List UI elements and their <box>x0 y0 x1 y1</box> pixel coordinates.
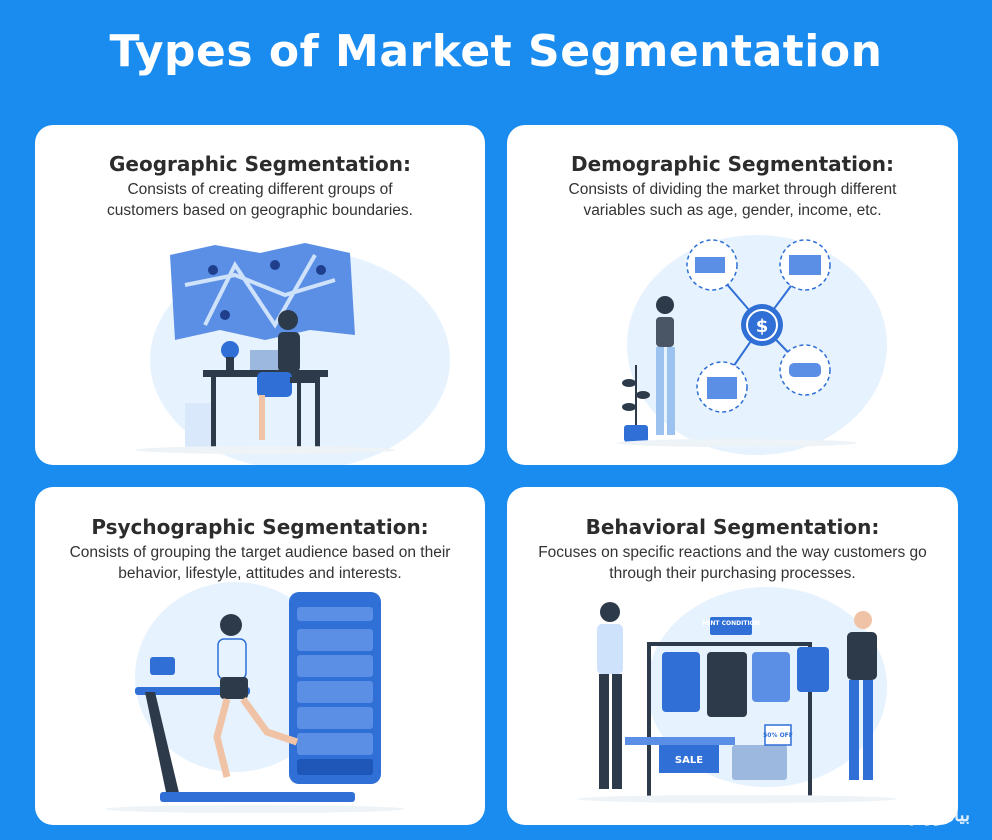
watermark-logo: بیاموزیم <box>909 805 970 825</box>
card-description: Focuses on specific reactions and the wa… <box>538 544 927 582</box>
page-title: Types of Market Segmentation <box>109 26 883 77</box>
card-heading: Behavioral Segmentation: <box>585 515 880 539</box>
psychographic-illustration <box>105 582 405 813</box>
dollar-icon: $ <box>756 316 769 337</box>
card-heading: Demographic Segmentation: <box>570 152 895 176</box>
card-psychographic: Psychographic Segmentation: Consists of … <box>35 487 485 825</box>
sale-sign: SALE <box>675 755 703 766</box>
geographic-illustration <box>135 243 450 465</box>
mint-condition-sign: MINT CONDITION <box>702 620 760 627</box>
demographic-illustration: $ <box>617 235 887 455</box>
card-heading: Psychographic Segmentation: <box>91 515 429 539</box>
card-heading: Geographic Segmentation: <box>108 152 411 176</box>
card-behavioral: Behavioral Segmentation: Focuses on spec… <box>507 487 958 825</box>
card-description: Consists of dividing the market through … <box>568 181 897 219</box>
card-demographic: Demographic Segmentation: Consists of di… <box>507 125 958 465</box>
card-geographic: Geographic Segmentation: Consists of cre… <box>35 125 485 465</box>
behavioral-illustration: MINT CONDITION SALE 50% OFF <box>577 587 897 803</box>
card-description: Consists of creating different groups of… <box>107 181 413 219</box>
discount-tag: 50% OFF <box>763 732 793 739</box>
card-description: Consists of grouping the target audience… <box>69 544 451 582</box>
